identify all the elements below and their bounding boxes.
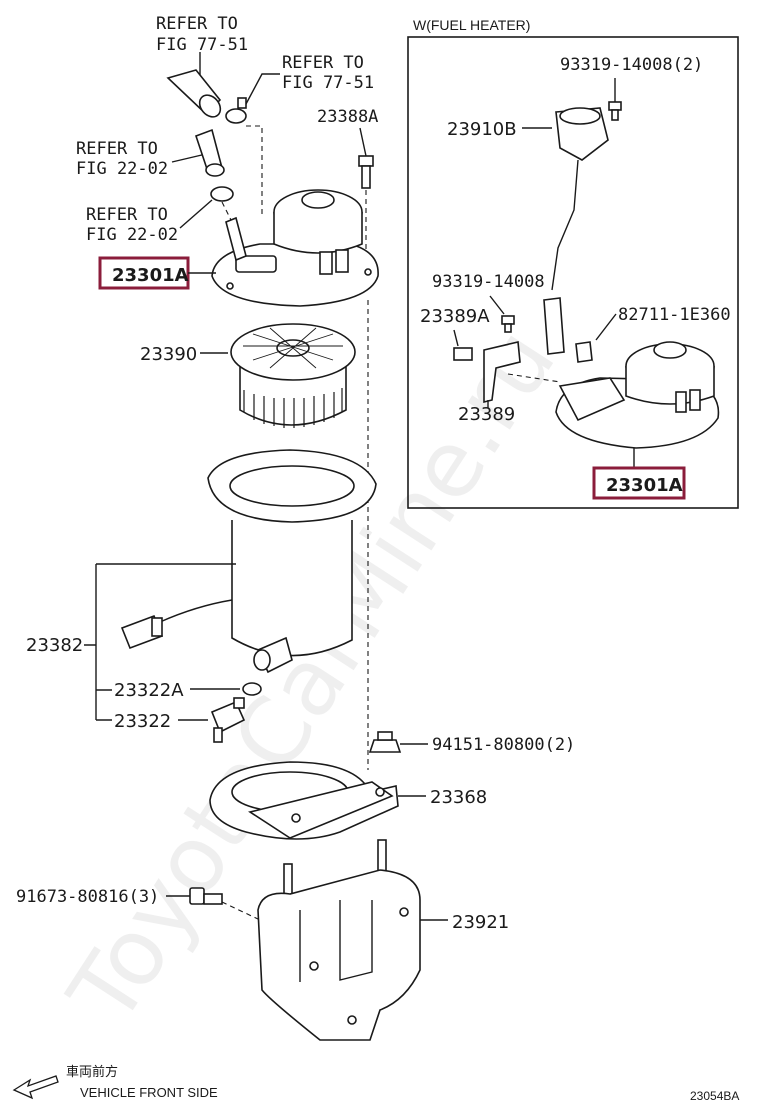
- svg-text:FIG 22-02: FIG 22-02: [76, 159, 168, 179]
- filter-cap-23301A: [211, 189, 379, 307]
- label-23390: 23390: [140, 344, 197, 365]
- direction-label-en: VEHICLE FRONT SIDE: [80, 1085, 218, 1100]
- connector-82711: [575, 341, 593, 363]
- label-23382: 23382: [26, 635, 83, 656]
- bolt-23388A: [358, 155, 374, 189]
- bracket-23368: [209, 761, 399, 840]
- ref-fig77-a: REFER TO FIG 77-51: [156, 14, 248, 55]
- o-ring-23322A: [242, 682, 262, 696]
- filter-bowl-23382: [120, 449, 377, 674]
- front-direction-arrow-icon: [12, 1075, 59, 1100]
- figure-code: 23054BA: [690, 1089, 739, 1103]
- hose-upper: [166, 69, 222, 118]
- label-23389A: 23389A: [420, 306, 490, 327]
- label-23921: 23921: [452, 912, 509, 933]
- label-93319: 93319-14008: [432, 272, 545, 292]
- inset-title: W(FUEL HEATER): [413, 17, 530, 33]
- svg-text:FIG 77-51: FIG 77-51: [282, 73, 374, 93]
- screw-93319-top: [608, 101, 622, 121]
- label-23388A: 23388A: [317, 107, 378, 127]
- label-inset-23301A: 23301A: [606, 475, 683, 496]
- highlight-inset-23301A: [592, 466, 686, 500]
- hose-clamp-lower: [210, 186, 234, 202]
- svg-text:REFER TO: REFER TO: [86, 205, 168, 225]
- label-93319-2: 93319-14008(2): [560, 55, 703, 75]
- label-23322A: 23322A: [114, 680, 184, 701]
- hose-lower: [194, 128, 225, 177]
- direction-label-jp: 車両前方: [66, 1064, 118, 1079]
- label-82711: 82711-1E360: [618, 305, 731, 325]
- ref-fig77-b: REFER TO FIG 77-51: [282, 53, 374, 93]
- inset-frame: [407, 36, 739, 509]
- svg-text:FIG 77-51: FIG 77-51: [156, 35, 248, 55]
- nut-94151: [368, 731, 402, 753]
- svg-text:REFER TO: REFER TO: [282, 53, 364, 73]
- label-23322: 23322: [114, 711, 171, 732]
- label-23910B: 23910B: [447, 119, 517, 140]
- mount-bracket-23921: [257, 839, 421, 1041]
- svg-text:REFER TO: REFER TO: [76, 139, 158, 159]
- bracket-23389: [483, 341, 521, 404]
- label-23368: 23368: [430, 787, 487, 808]
- bolt-91673: [189, 887, 223, 905]
- inset-filter-cap: [555, 341, 720, 449]
- svg-text:FIG 22-02: FIG 22-02: [86, 225, 178, 245]
- fuel-heater-23910B: [543, 107, 609, 355]
- hose-clamp-upper: [225, 97, 247, 124]
- ref-fig22-b: REFER TO FIG 22-02: [86, 205, 178, 245]
- label-91673: 91673-80816(3): [16, 887, 159, 907]
- screw-93319: [501, 315, 515, 333]
- ref-fig22-a: REFER TO FIG 22-02: [76, 139, 168, 179]
- label-94151: 94151-80800(2): [432, 735, 575, 755]
- label-23389: 23389: [458, 404, 515, 425]
- svg-text:REFER TO: REFER TO: [156, 14, 238, 34]
- drain-plug-23322: [210, 697, 246, 743]
- clip-23389A: [453, 347, 473, 361]
- filter-element-23390: [230, 323, 356, 428]
- label-23301A: 23301A: [112, 265, 189, 286]
